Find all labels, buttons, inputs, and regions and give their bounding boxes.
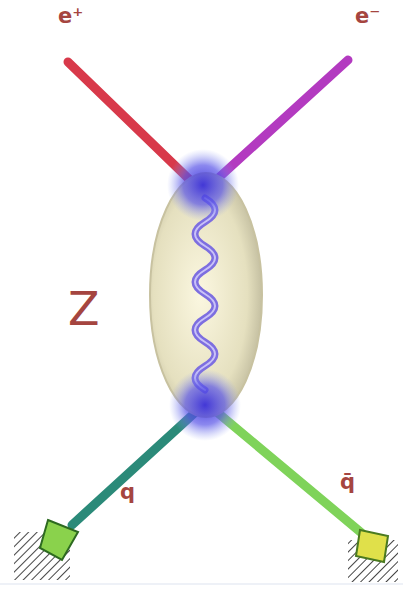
z-boson-wave-highlight	[195, 198, 215, 390]
vertex-blob	[169, 369, 241, 441]
particle-label: e⁺	[58, 6, 83, 27]
particle-label: e⁻	[355, 6, 380, 27]
antiquark-line	[212, 408, 370, 540]
quark-end-marker	[40, 520, 78, 560]
antiquark-end-marker	[356, 530, 388, 562]
z-boson-wave	[195, 198, 215, 390]
electron-line	[214, 60, 348, 182]
vertex-blob	[167, 149, 239, 221]
boson-label: Z	[68, 286, 100, 332]
positron-line	[68, 62, 192, 182]
baseline	[0, 584, 403, 585]
particle-label: q	[120, 482, 135, 503]
particle-label: q̄	[340, 472, 355, 493]
